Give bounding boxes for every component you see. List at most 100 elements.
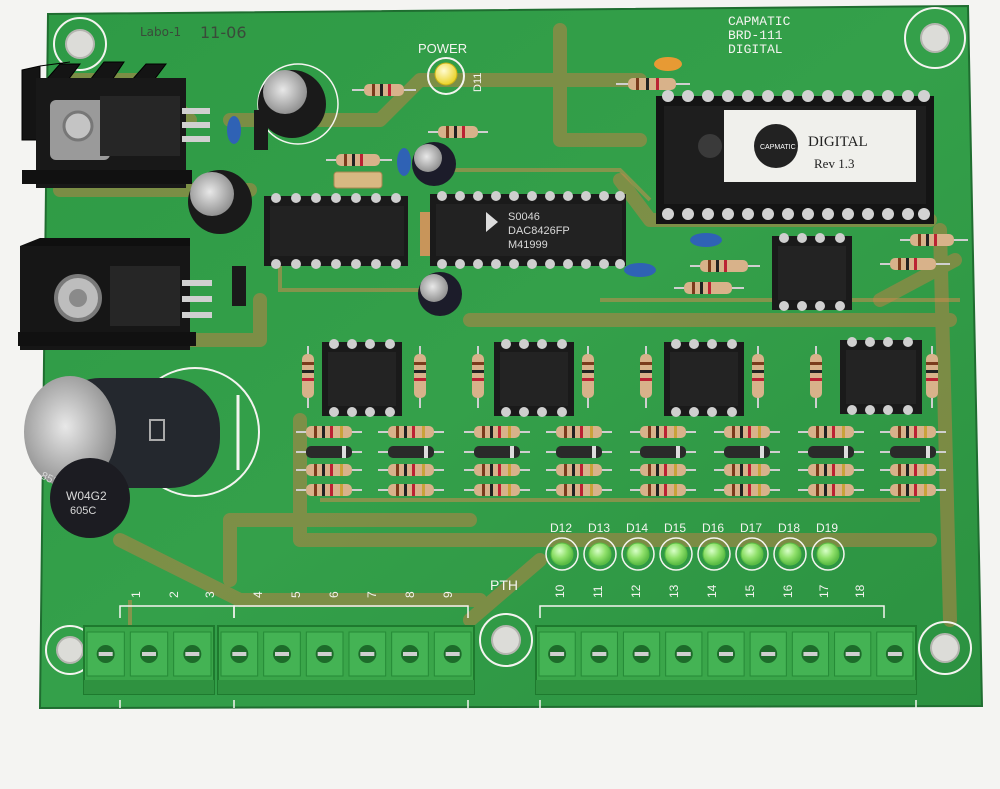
status-led: D18 <box>773 521 807 571</box>
screw-terminal-block <box>83 625 215 695</box>
bank-resistor <box>630 426 696 438</box>
eprom-label-title: DIGITAL <box>808 134 868 150</box>
eprom-chip: CAPMATIC DIGITAL Rev 1.3 <box>656 90 934 224</box>
dip8-chip-4 <box>840 337 922 415</box>
bank-resistor <box>378 464 444 476</box>
dip8-chip-2 <box>494 339 574 417</box>
bank-resistor <box>378 446 444 458</box>
logic-chip <box>264 193 408 269</box>
bank-resistor <box>714 446 780 458</box>
vertical-resistor <box>640 346 652 408</box>
regulator-top <box>21 61 210 188</box>
power-label: POWER <box>418 41 467 56</box>
vertical-resistor <box>752 346 764 408</box>
status-led: D19 <box>811 521 845 571</box>
terminal-number: 9 <box>441 591 455 598</box>
led-label: D16 <box>702 521 724 535</box>
bank-resistor <box>546 484 612 496</box>
mounting-holes <box>45 7 972 675</box>
eprom-pins <box>662 90 930 220</box>
bank-resistor <box>798 446 864 458</box>
terminal-brackets <box>119 605 917 708</box>
bank-resistor <box>464 464 530 476</box>
status-led: D17 <box>735 521 769 571</box>
dip8-chip-right <box>772 233 852 311</box>
terminal-number: 1 <box>129 591 143 598</box>
bank-resistor <box>296 426 362 438</box>
bank-resistor <box>464 446 530 458</box>
bank-resistor <box>546 464 612 476</box>
status-led: D12 <box>545 521 579 571</box>
terminal-number: 16 <box>781 584 795 598</box>
dip8-chip-1 <box>322 339 402 417</box>
dac-chip: S0046 DAC8426FP M41999 <box>430 191 626 269</box>
bank-resistor <box>798 426 864 438</box>
terminal-number: 10 <box>553 584 567 598</box>
vertical-resistor <box>302 346 314 408</box>
bottom-cap-text2: 605C <box>70 505 96 517</box>
status-led: D14 <box>621 521 655 571</box>
bank-resistor <box>798 464 864 476</box>
terminal-number: 15 <box>743 584 757 598</box>
bank-resistor <box>546 426 612 438</box>
electrolytic-cap-2 <box>188 170 252 234</box>
bank-resistor <box>296 446 362 458</box>
terminal-number: 13 <box>667 584 681 598</box>
terminal-number: 6 <box>327 591 341 598</box>
terminal-number: 18 <box>853 584 867 598</box>
board-title-line3: DIGITAL <box>728 42 783 57</box>
eprom-label-rev: Rev 1.3 <box>814 156 854 171</box>
bank-resistor <box>714 426 780 438</box>
terminal-number: 3 <box>203 591 217 598</box>
bank-resistor <box>464 484 530 496</box>
electrolytic-cap-4 <box>418 272 462 316</box>
power-led-ref: D11 <box>472 73 484 92</box>
vertical-resistor <box>926 346 938 408</box>
resistors-top <box>227 57 968 306</box>
led-label: D18 <box>778 521 800 535</box>
bank-resistor <box>798 484 864 496</box>
eprom-label-brand: CAPMATIC <box>760 144 796 151</box>
status-led: D16 <box>697 521 731 571</box>
bank-resistor <box>630 446 696 458</box>
bank-resistor <box>296 464 362 476</box>
board-title-line1: CAPMATIC <box>728 14 791 29</box>
screw-terminal-block <box>217 625 475 695</box>
power-led <box>434 62 458 86</box>
dac-line2: DAC8426FP <box>508 225 570 237</box>
bank-resistor <box>714 484 780 496</box>
terminal-number: 4 <box>251 591 265 598</box>
electrolytic-cap-1 <box>257 63 339 145</box>
screw-terminal-block <box>535 625 917 695</box>
bank-resistor <box>880 484 946 496</box>
bottom-cap-text: W04G2 <box>66 489 107 503</box>
led-label: D19 <box>816 521 838 535</box>
pth-label: PTH <box>490 577 518 593</box>
dac-line1: S0046 <box>508 211 540 223</box>
vertical-resistor <box>472 346 484 408</box>
bank-resistor <box>880 464 946 476</box>
terminal-number: 14 <box>705 584 719 598</box>
electrolytic-cap-3 <box>412 142 456 186</box>
vertical-resistor <box>810 346 822 408</box>
terminal-number: 5 <box>289 591 303 598</box>
led-label: D15 <box>664 521 686 535</box>
terminal-number: 17 <box>817 584 831 598</box>
resistor-banks <box>296 346 946 496</box>
status-led: D13 <box>583 521 617 571</box>
regulator-bottom <box>18 238 212 350</box>
vertical-resistor <box>582 346 594 408</box>
board-title-line2: BRD-111 <box>728 28 783 43</box>
terminal-number: 11 <box>591 585 605 598</box>
led-label: D14 <box>626 521 648 535</box>
bank-resistor <box>880 426 946 438</box>
bank-resistor <box>630 484 696 496</box>
dac-line3: M41999 <box>508 239 548 251</box>
terminal-number: 2 <box>167 591 181 598</box>
bank-resistor <box>714 464 780 476</box>
bank-resistor <box>378 484 444 496</box>
bank-resistor <box>296 484 362 496</box>
